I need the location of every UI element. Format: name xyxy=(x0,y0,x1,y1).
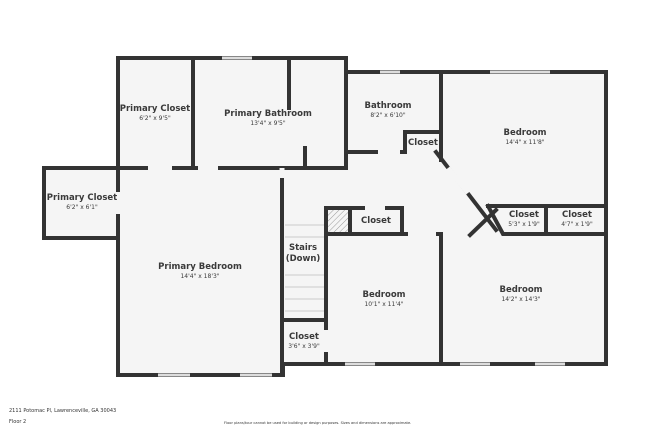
room-dims: 4'7" x 1'9" xyxy=(561,221,593,228)
room-name: Primary Bathroom xyxy=(224,109,312,119)
room-name: Bedroom xyxy=(362,290,405,300)
room-floors xyxy=(44,58,606,375)
room-name: Bedroom xyxy=(503,128,546,138)
room-name: Closet xyxy=(361,216,391,226)
room-dims: 6'2" x 6'1" xyxy=(66,204,98,211)
room-dims: 8'2" x 6'10" xyxy=(370,112,406,119)
room-name: Primary Closet xyxy=(120,104,191,114)
room-dims: 13'4" x 9'5" xyxy=(250,120,286,127)
address: 2111 Potomac Pl, Lawrenceville, GA 30043 xyxy=(9,408,117,414)
room-name: Closet xyxy=(408,138,438,148)
room-labels: Primary Closet 6'2" x 9'5" Primary Bathr… xyxy=(47,101,593,350)
doors-windows xyxy=(115,56,565,377)
room-name: Closet xyxy=(509,210,539,220)
room-dims: 10'1" x 11'4" xyxy=(364,301,403,308)
room-name: Stairs xyxy=(289,243,317,253)
room-name: Closet xyxy=(562,210,592,220)
hatched-area xyxy=(328,210,348,232)
stair-treads xyxy=(285,224,324,312)
room-dims: (Down) xyxy=(286,254,321,264)
room-dims: 14'4" x 11'8" xyxy=(505,139,544,146)
room-dims: 14'2" x 14'3" xyxy=(501,296,540,303)
room-dims: 5'3" x 1'9" xyxy=(508,221,540,228)
room-name: Bathroom xyxy=(364,101,411,111)
disclaimer: Floor plans/tour cannot be used for buil… xyxy=(224,421,412,425)
room-name: Primary Bedroom xyxy=(158,262,242,272)
room-dims: 6'2" x 9'5" xyxy=(139,115,171,122)
room-dims: 3'6" x 3'9" xyxy=(288,343,320,350)
room-name: Closet xyxy=(289,332,319,342)
room-dims: 14'4" x 18'3" xyxy=(180,273,219,280)
room-name: Primary Closet xyxy=(47,193,118,203)
floor-label: Floor 2 xyxy=(9,419,27,425)
room-name: Bedroom xyxy=(499,285,542,295)
